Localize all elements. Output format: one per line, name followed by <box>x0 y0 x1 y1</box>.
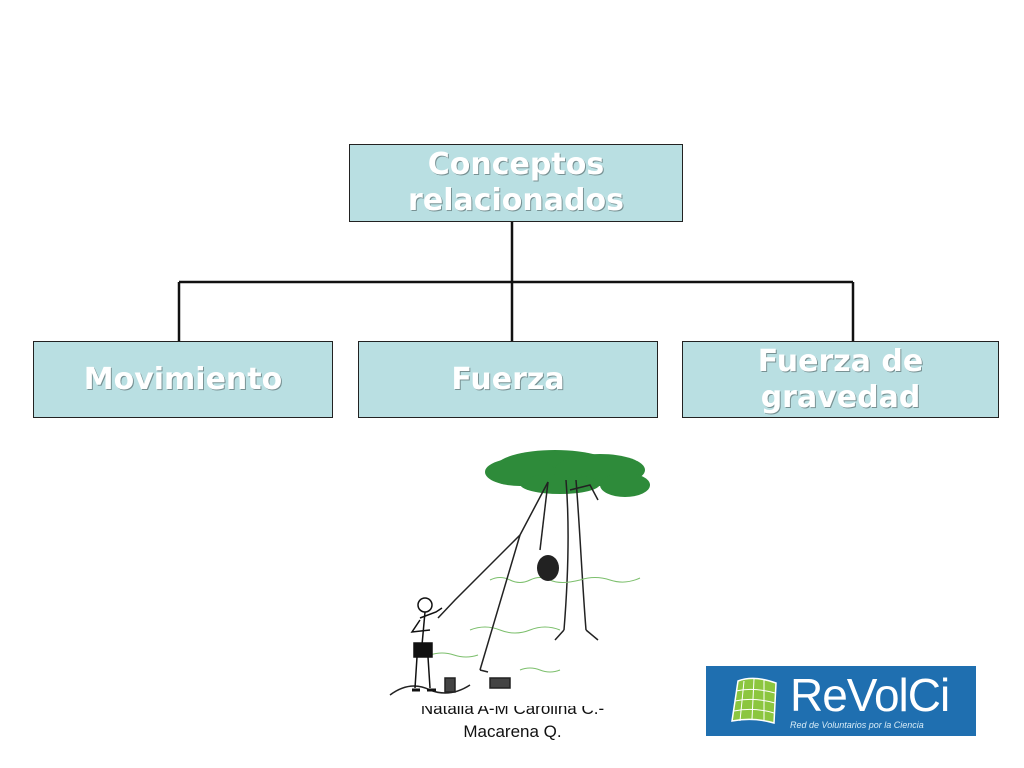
revolci-logo: ReVolCi Red de Voluntarios por la Cienci… <box>706 666 976 736</box>
logo-brand-text: ReVolCi <box>790 669 950 721</box>
child-box-movimiento: Movimiento <box>33 341 333 418</box>
child-label-fuerza: Fuerza <box>451 361 565 397</box>
rope <box>389 481 549 696</box>
logo-tagline: Red de Voluntarios por la Ciencia <box>790 720 924 730</box>
author-credit: Natalia A-M Carolina C.- Macarena Q. <box>380 706 645 766</box>
child-box-fuerza: Fuerza <box>358 341 658 418</box>
tree-trunk <box>554 479 599 641</box>
child-label-gravedad-line-2: gravedad <box>760 379 921 415</box>
hanging-sack <box>537 555 559 581</box>
root-line-2: relacionados <box>408 183 624 218</box>
revolci-mark-icon <box>731 677 777 724</box>
child-label-movimiento: Movimiento <box>83 361 283 397</box>
anchor-stake <box>444 677 511 693</box>
credit-line-2: Macarena Q. <box>463 721 562 741</box>
tree-canopy <box>485 450 650 497</box>
credit-line-1: Natalia A-M Carolina C.- <box>420 706 605 718</box>
boy-pulling-rope-tree-illustration <box>389 450 650 696</box>
child-label-gravedad-line-1: Fuerza de <box>757 343 924 379</box>
child-box-fuerza-de-gravedad: Fuerza de gravedad <box>682 341 999 418</box>
root-concept-box: Conceptos relacionados <box>349 144 683 222</box>
root-line-1: Conceptos <box>427 147 605 182</box>
grass-scribbles <box>429 577 641 673</box>
boy-figure <box>410 597 443 692</box>
